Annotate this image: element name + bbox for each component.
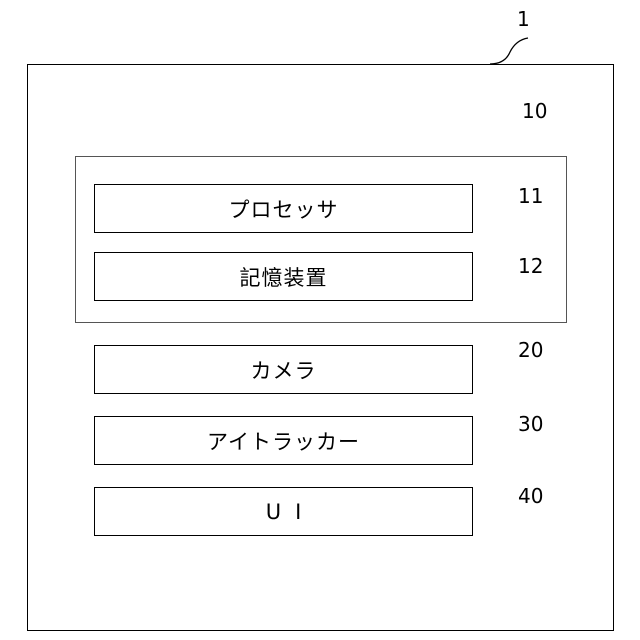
- leader-line-1: [490, 38, 528, 64]
- ref-label-device: 1: [517, 9, 530, 29]
- ref-label-eye-tracker: 30: [518, 414, 543, 434]
- camera-label: カメラ: [251, 355, 317, 385]
- eye-tracker-label: アイトラッカー: [207, 426, 360, 456]
- ref-label-processor: 11: [518, 186, 543, 206]
- ref-label-ui: 40: [518, 486, 543, 506]
- storage-device-label: 記憶装置: [240, 262, 328, 292]
- processor-box: プロセッサ: [94, 184, 473, 233]
- ui-box: UI: [94, 487, 473, 536]
- storage-device-box: 記憶装置: [94, 252, 473, 301]
- ref-label-subsystem: 10: [522, 101, 547, 121]
- processor-label: プロセッサ: [229, 194, 339, 224]
- ui-label: UI: [266, 500, 316, 524]
- ref-label-storage-device: 12: [518, 256, 543, 276]
- eye-tracker-box: アイトラッカー: [94, 416, 473, 465]
- camera-box: カメラ: [94, 345, 473, 394]
- ref-label-camera: 20: [518, 340, 543, 360]
